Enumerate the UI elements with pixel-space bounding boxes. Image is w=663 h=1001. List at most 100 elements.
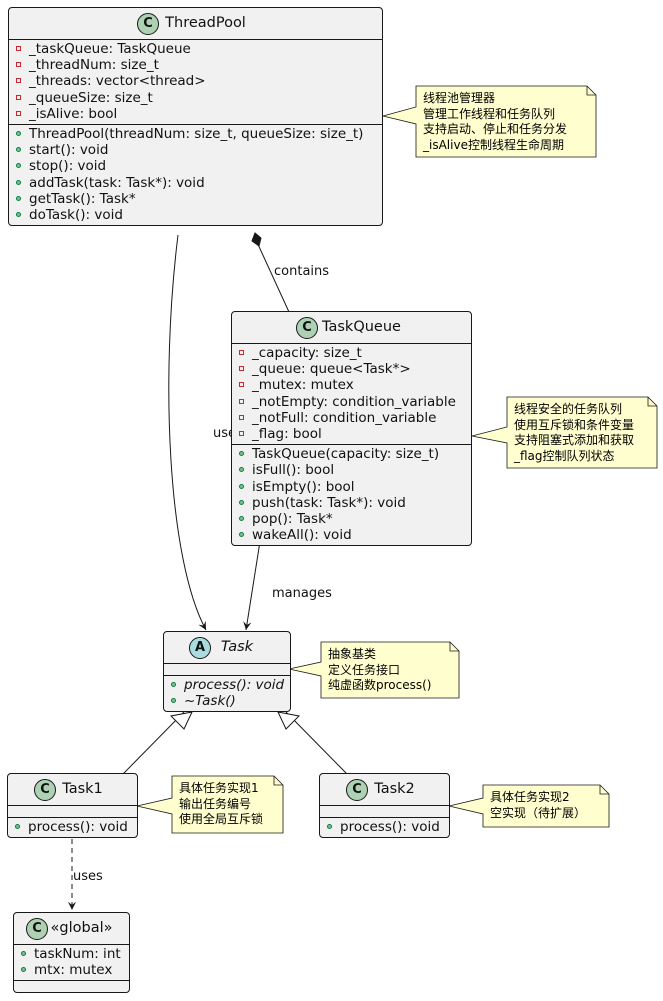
note-line: 使用互斥锁和条件变量: [514, 417, 635, 432]
inheritance-edge-task2: [285, 711, 348, 775]
method-text: getTask(): Task*: [29, 190, 136, 207]
method-item: stop(): void: [9, 158, 382, 174]
field-text: _mutex: mutex: [252, 377, 354, 394]
relation-label-contains: contains: [274, 264, 330, 279]
private-icon: [16, 110, 21, 116]
field-text: _notEmpty: condition_variable: [252, 393, 456, 410]
method-text: addTask(task: Task*): void: [29, 174, 205, 191]
class-name: Task1: [62, 781, 103, 797]
method-text: push(task: Task*): void: [252, 494, 406, 511]
public-icon: [327, 824, 332, 829]
class-task[interactable]: A Task process(): void ~Task(): [163, 631, 291, 713]
class-task1[interactable]: C Task1 process(): void: [7, 773, 138, 839]
public-icon: [21, 967, 26, 973]
field-item: _notEmpty: condition_variable: [232, 394, 471, 410]
method-text: process(): void: [184, 677, 285, 693]
class-icon: C: [26, 918, 48, 940]
field-text: _flag: bool: [252, 425, 322, 442]
private-icon: [16, 62, 21, 68]
method-text: isFull(): bool: [252, 462, 335, 479]
note-line: 支持启动、停止和任务分发: [423, 122, 568, 136]
relation-label-uses-global: uses: [73, 869, 103, 884]
public-icon: [15, 824, 20, 829]
note-line: 管理工作线程和任务队列: [423, 106, 556, 121]
fields-section: [320, 806, 449, 818]
note-line: _isAlive控制线程生命周期: [423, 137, 564, 152]
note-line: 抽象基类: [328, 647, 377, 661]
inheritance-edge-task1: [122, 711, 185, 775]
public-icon: [16, 211, 21, 217]
note-line: 线程安全的任务队列: [514, 402, 623, 416]
methods-section: process(): void ~Task(): [164, 676, 290, 711]
class-taskqueue[interactable]: C TaskQueue _capacity: size_t _queue: qu…: [231, 311, 472, 547]
private-icon: [16, 78, 21, 84]
methods-section: TaskQueue(capacity: size_t) isFull(): bo…: [232, 445, 471, 545]
field-item: _isAlive: bool: [9, 106, 382, 122]
public-icon: [239, 483, 244, 489]
note-task1: 具体任务实现1 输出任务编号 使用全局互斥锁: [172, 776, 283, 832]
public-icon: [171, 682, 176, 687]
note-line: 输出任务编号: [179, 796, 252, 811]
class-name: ThreadPool: [165, 15, 246, 31]
fields-section: _taskQueue: TaskQueue _threadNum: size_t…: [9, 40, 382, 125]
note-line: 纯虚函数process(): [328, 678, 432, 692]
field-text: _notFull: condition_variable: [252, 409, 437, 426]
public-icon: [239, 515, 244, 521]
method-text: process(): void: [28, 819, 128, 835]
public-icon: [16, 130, 21, 136]
method-text: isEmpty(): bool: [252, 478, 355, 495]
method-text: start(): void: [29, 142, 109, 159]
note-line: 线程池管理器: [423, 91, 496, 105]
private-icon: [239, 382, 244, 388]
method-text: wakeAll(): void: [252, 527, 352, 544]
field-text: _taskQueue: TaskQueue: [29, 41, 191, 57]
method-text: TaskQueue(capacity: size_t): [252, 446, 440, 463]
field-item: _queueSize: size_t: [9, 90, 382, 106]
method-item: process(): void: [320, 819, 449, 835]
public-icon: [16, 163, 21, 169]
method-item: ThreadPool(threadNum: size_t, queueSize:…: [9, 126, 382, 142]
field-item: _threadNum: size_t: [9, 57, 382, 73]
note-line: _flag控制队列状态: [514, 448, 615, 463]
private-icon: [239, 350, 244, 355]
private-icon: [239, 430, 244, 436]
method-text: doTask(): void: [29, 206, 123, 223]
field-item: _capacity: size_t: [232, 345, 471, 361]
abstract-class-icon: A: [189, 637, 211, 659]
method-text: process(): void: [340, 819, 440, 835]
method-item: TaskQueue(capacity: size_t): [232, 446, 471, 462]
class-name: Task: [220, 639, 254, 655]
method-item: start(): void: [9, 142, 382, 158]
field-item: mtx: mutex: [14, 962, 129, 978]
class-name: «global»: [50, 920, 113, 936]
private-icon: [239, 398, 244, 404]
field-text: _threads: vector<thread>: [29, 73, 206, 90]
class-threadpool[interactable]: C ThreadPool _taskQueue: TaskQueue _thre…: [8, 7, 383, 227]
note-line: 具体任务实现1: [179, 781, 259, 795]
note-taskqueue: 线程安全的任务队列 使用互斥锁和条件变量 支持阻塞式添加和获取 _flag控制队…: [507, 397, 657, 468]
note-threadpool: 线程池管理器 管理工作线程和任务队列 支持启动、停止和任务分发 _isAlive…: [416, 86, 596, 157]
private-icon: [16, 46, 21, 51]
field-item: _queue: queue<Task*>: [232, 361, 471, 377]
field-text: taskNum: int: [34, 946, 121, 962]
method-item: doTask(): void: [9, 207, 382, 223]
method-item: isFull(): bool: [232, 462, 471, 478]
method-item: wakeAll(): void: [232, 527, 471, 543]
composition-diamond: [251, 232, 262, 247]
field-item: _mutex: mutex: [232, 377, 471, 393]
class-task2[interactable]: C Task2 process(): void: [319, 773, 450, 839]
fields-section: _capacity: size_t _queue: queue<Task*> _…: [232, 344, 471, 446]
class-global[interactable]: C «global» taskNum: int mtx: mutex: [13, 912, 130, 994]
fields-section: [164, 664, 290, 676]
public-icon: [171, 698, 176, 704]
class-icon: C: [346, 779, 368, 801]
method-item: getTask(): Task*: [9, 191, 382, 207]
private-icon: [16, 94, 21, 100]
note-line: 定义任务接口: [328, 662, 401, 677]
method-text: ~Task(): [184, 693, 236, 710]
method-text: ThreadPool(threadNum: size_t, queueSize:…: [29, 125, 364, 142]
field-item: _flag: bool: [232, 426, 471, 442]
public-icon: [16, 195, 21, 201]
field-text: _capacity: size_t: [252, 345, 362, 361]
method-item: process(): void: [164, 677, 290, 693]
